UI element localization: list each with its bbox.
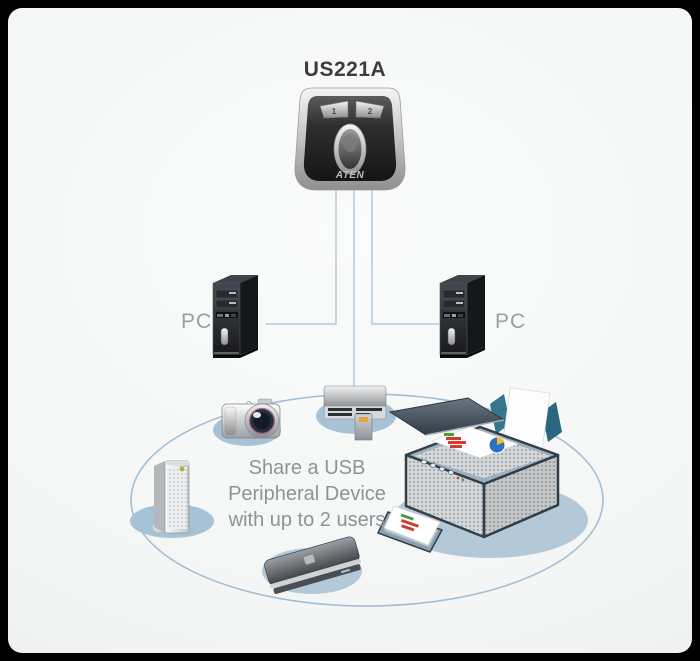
right-pc-label: PC: [495, 310, 527, 333]
drive-led: [179, 466, 185, 472]
caption-text: Share a USB Peripheral Device with up to…: [187, 455, 427, 533]
port-1-button: [319, 100, 349, 119]
portable-drive-icon: [262, 536, 362, 594]
aten-logo: ATEN: [335, 170, 365, 181]
right-pc-tower: [439, 274, 486, 359]
port-1-label: 1: [332, 107, 337, 116]
scanned-document: [431, 426, 519, 459]
connection-lines: [266, 190, 439, 386]
port-2-button: [355, 100, 385, 119]
cable-to-left-pc: [266, 190, 337, 325]
cable-to-right-pc: [371, 190, 439, 325]
usb-switch-us221a: 1 2 ATEN: [294, 87, 406, 191]
caption-line-3: with up to 2 users: [228, 509, 386, 531]
left-pc-tower: [212, 274, 259, 359]
tower-drive-icon: [130, 460, 214, 538]
port-2-label: 2: [368, 107, 373, 116]
caption-line-2: Peripheral Device: [228, 483, 386, 505]
page-title: US221A: [303, 58, 387, 81]
left-pc-label: PC: [181, 310, 213, 333]
card-reader-icon: [316, 385, 396, 441]
printer-icon: [377, 387, 588, 558]
printed-page: [383, 505, 441, 546]
printer-buttons: [421, 459, 454, 475]
digital-camera-icon: [213, 398, 281, 446]
printer-side-face: [482, 453, 560, 539]
caption-line-1: Share a USB: [248, 457, 366, 479]
